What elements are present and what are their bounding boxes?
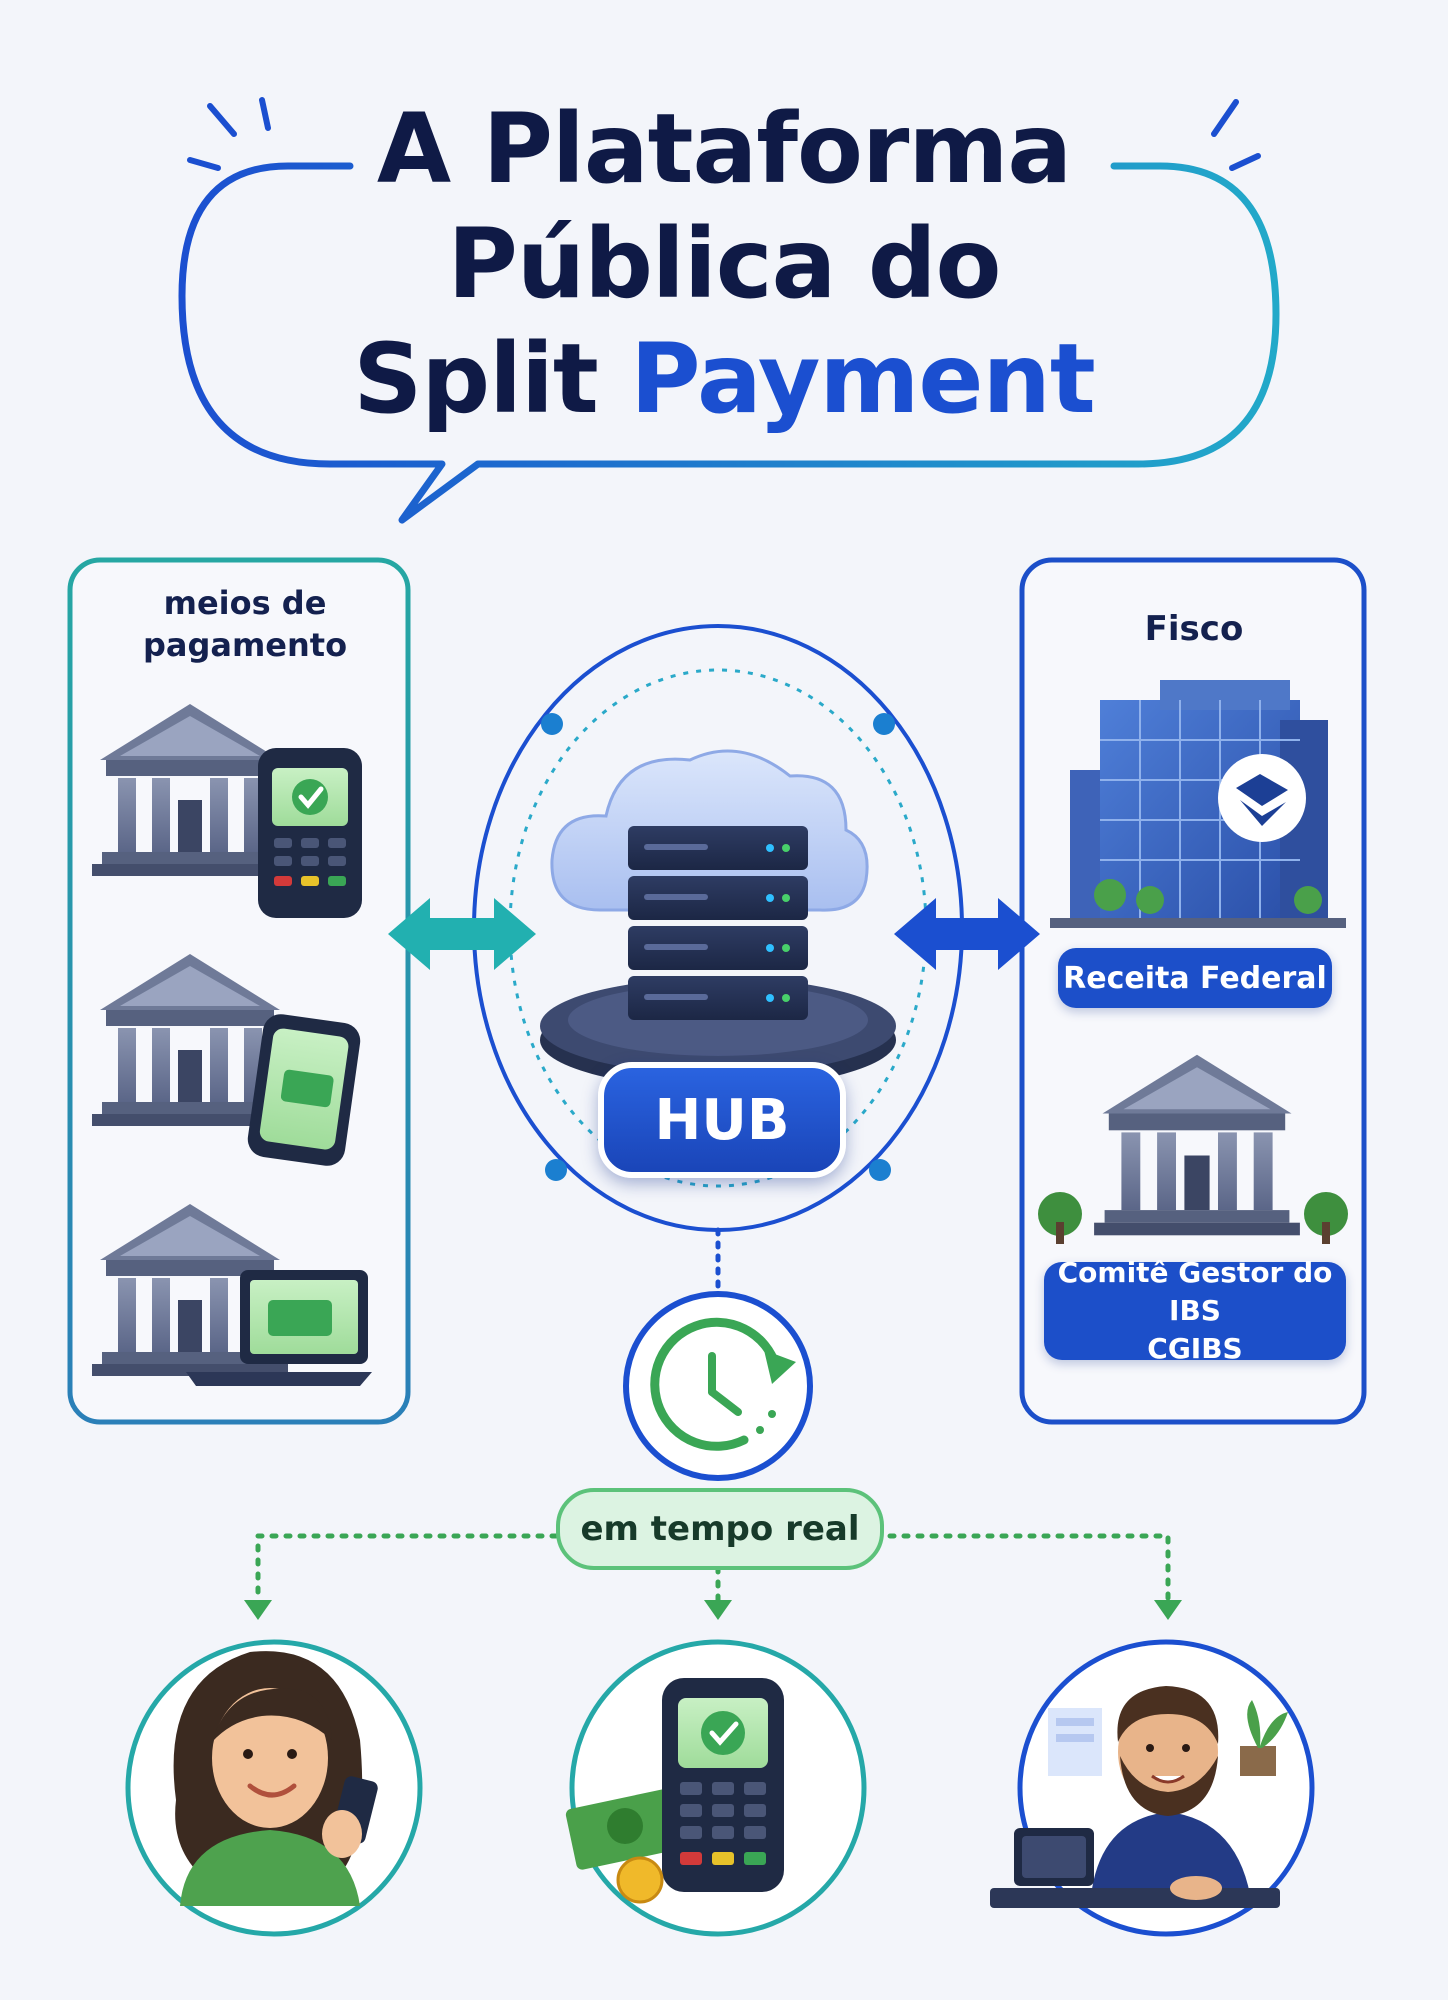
title-payment-word: Payment (630, 323, 1096, 435)
right-double-arrow-icon (894, 898, 1040, 970)
hub-ring-dots (541, 713, 895, 1181)
hub-badge: HUB (598, 1062, 846, 1178)
clock-icon (623, 1291, 813, 1481)
branch-arrowheads (244, 1600, 1182, 1620)
bank-with-card-terminal-icon (92, 704, 362, 918)
sparkle-lines-right (1211, 99, 1261, 171)
right-panel-title: Fisco (1144, 609, 1244, 649)
realtime-branch-connectors (255, 1533, 1171, 1603)
title-line-2: Pública do (447, 208, 1001, 320)
comite-gestor-label: Comitê Gestor do IBS CGIBS (1044, 1256, 1346, 1365)
cloud-server-icon (540, 749, 896, 1088)
speech-bubble-outline (178, 162, 1280, 524)
comite-gestor-building-icon (1038, 1054, 1348, 1244)
left-panel-title: meios de pagamento (142, 584, 348, 664)
title-split-word: Split (353, 323, 599, 435)
customer-woman-with-phone-icon (125, 1639, 423, 1937)
receita-federal-building-icon (1050, 680, 1346, 928)
title-line-1: A Plataforma (376, 93, 1072, 205)
realtime-badge: em tempo real (556, 1488, 884, 1570)
sparkle-lines-left (187, 97, 271, 171)
comite-gestor-line-1: Comitê Gestor do IBS (1057, 1256, 1333, 1327)
left-double-arrow-icon (388, 898, 536, 970)
receita-federal-label: Receita Federal (1058, 948, 1332, 1008)
merchant-man-at-register-icon (990, 1639, 1315, 1937)
payment-terminal-with-cash-icon (565, 1639, 867, 1937)
bank-with-laptop-icon (92, 1204, 372, 1386)
page-title: A Plataforma Pública do Split Payment (0, 92, 1448, 437)
title-line-3: Split Payment (0, 322, 1448, 437)
comite-gestor-line-2: CGIBS (1147, 1332, 1243, 1365)
bank-with-smartphone-icon (92, 954, 361, 1166)
